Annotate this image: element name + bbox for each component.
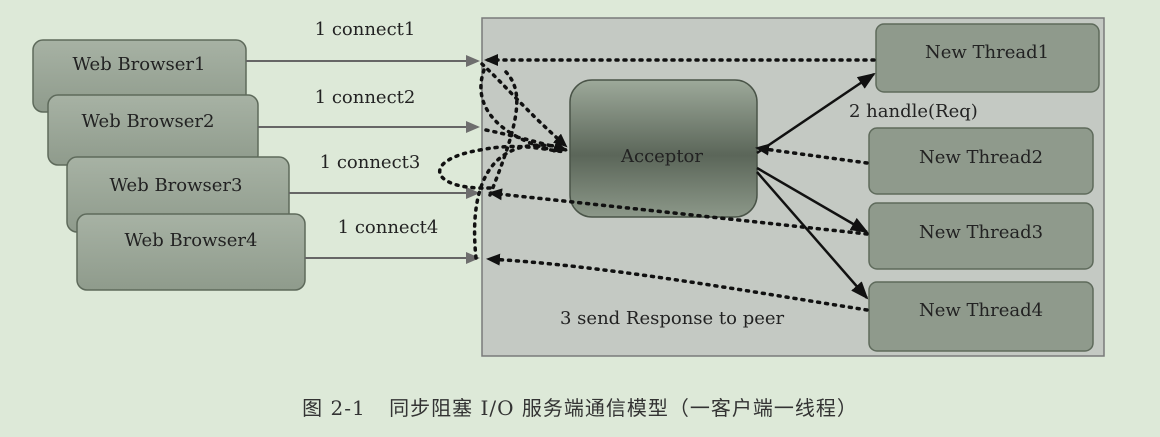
response-label: 3 send Response to peer bbox=[560, 308, 785, 329]
handle-arrows bbox=[756, 72, 876, 300]
new-thread-1-label: New Thread1 bbox=[925, 42, 1049, 63]
connect2-label: 1 connect2 bbox=[315, 87, 416, 108]
new-thread-2-label: New Thread2 bbox=[919, 147, 1043, 168]
handle-arrow-3 bbox=[756, 171, 869, 300]
web-browser-4-box bbox=[76, 213, 306, 291]
accept-curve-4 bbox=[488, 68, 519, 197]
new-thread-4-box bbox=[868, 281, 1094, 352]
new-thread-1-box bbox=[875, 23, 1100, 93]
new-thread-3: New Thread3 bbox=[868, 202, 1094, 270]
web-browser-2-label: Web Browser2 bbox=[82, 111, 215, 132]
web-browser-1: Web Browser1 bbox=[32, 39, 247, 113]
new-thread-3-label: New Thread3 bbox=[919, 222, 1043, 243]
new-thread-4: New Thread4 bbox=[868, 281, 1094, 352]
figure-caption: 图 2-1 同步阻塞 I/O 服务端通信模型（一客户端一线程） bbox=[0, 392, 1160, 421]
web-browser-4: Web Browser4 bbox=[76, 213, 306, 291]
figure-number: 图 2-1 bbox=[302, 396, 366, 420]
handle-arrow-2 bbox=[756, 166, 869, 234]
new-thread-2-box bbox=[868, 127, 1094, 195]
new-thread-1: New Thread1 bbox=[875, 23, 1100, 93]
connect1-label: 1 connect1 bbox=[315, 19, 416, 40]
web-browser-4-label: Web Browser4 bbox=[125, 230, 258, 251]
connect4-label: 1 connect4 bbox=[338, 217, 439, 238]
connect3-label: 1 connect3 bbox=[320, 152, 421, 173]
response-arrow-2 bbox=[755, 143, 869, 165]
new-thread-3-box bbox=[868, 202, 1094, 270]
response-arrow-4 bbox=[486, 253, 869, 312]
response-arrow-3 bbox=[488, 188, 869, 236]
acceptor-label: Acceptor bbox=[620, 146, 703, 167]
accept-curve-5 bbox=[472, 143, 568, 260]
acceptor: Acceptor bbox=[569, 79, 758, 218]
new-thread-4-label: New Thread4 bbox=[919, 300, 1043, 321]
accept-curve-3 bbox=[484, 128, 568, 153]
web-browser-1-label: Web Browser1 bbox=[73, 54, 206, 75]
accept-curve-2 bbox=[479, 68, 562, 154]
handle-label: 2 handle(Req) bbox=[849, 101, 978, 122]
accept-dotted-curves bbox=[437, 62, 568, 260]
figure-title: 同步阻塞 I/O 服务端通信模型（一客户端一线程） bbox=[389, 396, 858, 420]
response-dotted-arrows bbox=[484, 54, 876, 312]
handle-arrow-1 bbox=[756, 72, 876, 155]
web-browser-2: Web Browser2 bbox=[47, 94, 259, 166]
web-browser-3-label: Web Browser3 bbox=[110, 175, 243, 196]
accept-curve-6 bbox=[437, 144, 568, 190]
new-thread-2: New Thread2 bbox=[868, 127, 1094, 195]
